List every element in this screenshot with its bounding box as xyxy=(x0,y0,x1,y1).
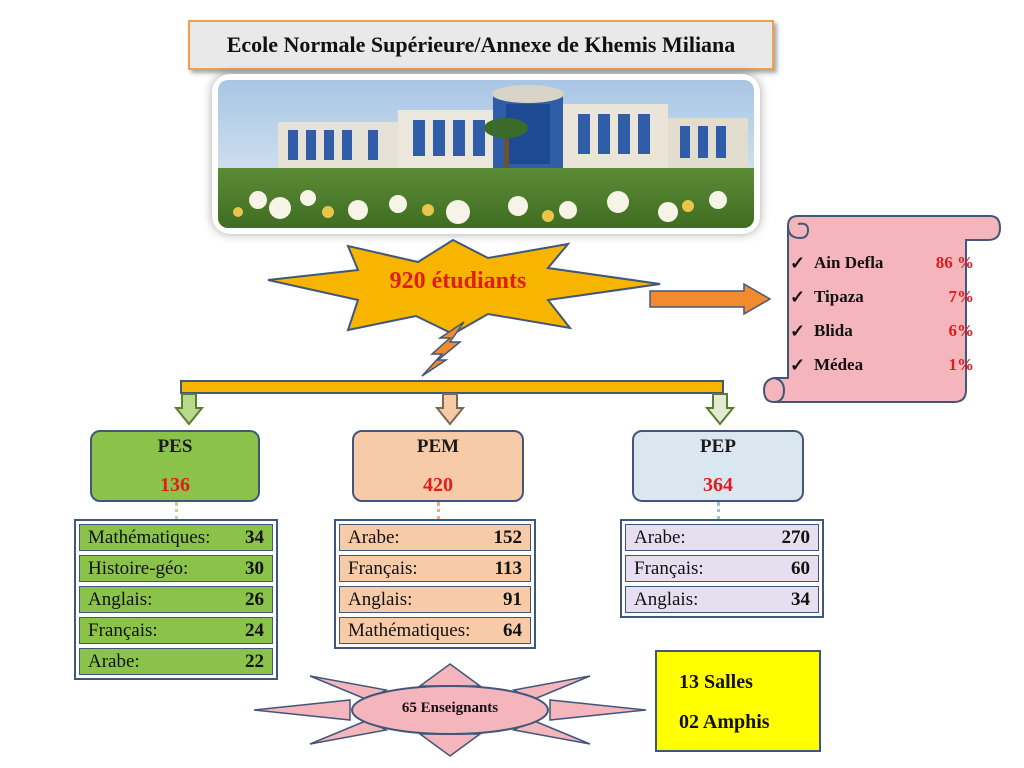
region-item: ✓ Blida 6% xyxy=(790,314,974,348)
table-row: Mathématiques:64 xyxy=(339,617,531,644)
teachers-sun xyxy=(253,663,647,757)
building-photo xyxy=(218,80,754,228)
facilities-box: 13 Salles 02 Amphis xyxy=(655,650,821,752)
table-row: Histoire-géo:30 xyxy=(79,555,273,582)
table-row: Français:113 xyxy=(339,555,531,582)
region-name: Médea xyxy=(814,355,864,374)
regions-scroll xyxy=(762,215,1002,403)
check-icon: ✓ xyxy=(790,320,806,341)
table-row: Anglais:34 xyxy=(625,586,819,613)
region-name: Blida xyxy=(814,321,853,340)
pep-box: PEP 364 xyxy=(632,430,804,502)
pem-title: PEM xyxy=(416,436,460,457)
table-row: Français:60 xyxy=(625,555,819,582)
table-row: Anglais:26 xyxy=(79,586,273,613)
pem-count: 420 xyxy=(423,474,453,496)
region-percent: 6% xyxy=(948,321,975,340)
table-row: Arabe:22 xyxy=(79,648,273,675)
region-name: Ain Defla xyxy=(814,253,884,272)
pep-table: Arabe:270 Français:60 Anglais:34 xyxy=(620,519,824,618)
table-row: Arabe:152 xyxy=(339,524,531,551)
regions-list: ✓ Ain Defla 86 % ✓ Tipaza 7% ✓ Blida 6% … xyxy=(790,246,974,382)
check-icon: ✓ xyxy=(790,354,806,375)
teachers-label: 65 Enseignants xyxy=(401,700,499,716)
pes-count: 136 xyxy=(160,474,190,496)
region-name: Tipaza xyxy=(814,287,864,306)
lightning-bolt xyxy=(421,321,465,377)
students-count: 920 étudiants xyxy=(389,268,527,294)
pem-connector xyxy=(437,502,440,520)
right-arrow xyxy=(649,282,772,316)
pes-box: PES 136 xyxy=(90,430,260,502)
region-percent: 86 % xyxy=(935,253,974,272)
pem-box: PEM 420 xyxy=(352,430,524,502)
pep-title: PEP xyxy=(700,436,736,457)
building-photo-frame xyxy=(212,74,760,234)
rooms-count: 13 Salles xyxy=(679,671,753,693)
amphis-count: 02 Amphis xyxy=(679,711,770,733)
pes-table: Mathématiques:34 Histoire-géo:30 Anglais… xyxy=(74,519,278,680)
students-starburst xyxy=(267,238,661,336)
pes-title: PES xyxy=(157,436,193,457)
down-arrow-pem xyxy=(435,393,465,426)
region-percent: 7% xyxy=(948,287,975,306)
region-percent: 1% xyxy=(948,355,975,374)
region-item: ✓ Médea 1% xyxy=(790,348,974,382)
table-row: Arabe:270 xyxy=(625,524,819,551)
down-arrow-pep xyxy=(705,393,735,426)
region-item: ✓ Tipaza 7% xyxy=(790,280,974,314)
table-row: Anglais:91 xyxy=(339,586,531,613)
page-title: Ecole Normale Supérieure/Annexe de Khemi… xyxy=(188,20,774,70)
table-row: Français:24 xyxy=(79,617,273,644)
region-item: ✓ Ain Defla 86 % xyxy=(790,246,974,280)
pem-table: Arabe:152 Français:113 Anglais:91 Mathém… xyxy=(334,519,536,649)
pep-connector xyxy=(717,502,720,520)
check-icon: ✓ xyxy=(790,286,806,307)
check-icon: ✓ xyxy=(790,252,806,273)
table-row: Mathématiques:34 xyxy=(79,524,273,551)
pes-connector xyxy=(175,502,178,520)
pep-count: 364 xyxy=(703,474,733,496)
down-arrow-pes xyxy=(174,393,204,426)
building-illustration xyxy=(218,80,754,228)
